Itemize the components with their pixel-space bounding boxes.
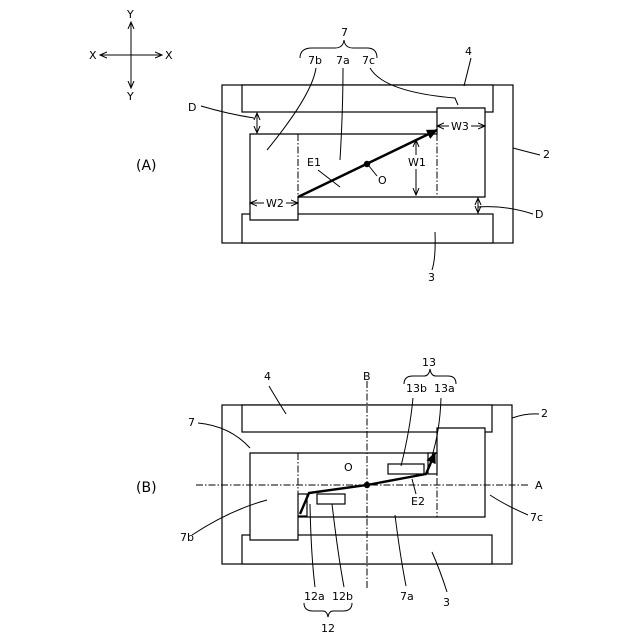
label-13b: 13b: [406, 382, 427, 395]
label-d-top: D: [188, 101, 196, 114]
label-12: 12: [321, 622, 335, 635]
axis-indicator: Y Y X X: [89, 8, 173, 103]
dim-w3-label: W3: [451, 120, 469, 133]
label-7a: 7a: [336, 54, 350, 67]
dim-w1-label: W1: [408, 156, 426, 169]
axis-x-left-label: X: [89, 49, 97, 62]
label-7c: 7c: [362, 54, 375, 67]
label-7b: 7b: [180, 531, 194, 544]
panel-b-title: (B): [136, 480, 157, 496]
label-3: 3: [443, 596, 450, 609]
label-a: A: [535, 479, 543, 492]
label-o: O: [378, 174, 387, 187]
electrode-12b: [317, 494, 345, 504]
axis-y-bottom-label: Y: [126, 90, 134, 103]
label-d-bottom: D: [535, 208, 543, 221]
label-7a: 7a: [400, 590, 414, 603]
label-7c: 7c: [530, 511, 543, 524]
label-7: 7: [188, 416, 195, 429]
label-7: 7: [341, 26, 348, 39]
label-2: 2: [541, 407, 548, 420]
center-o: [364, 482, 370, 488]
label-o: O: [344, 461, 353, 474]
panel-a: (A) W2 W3 W1 7 7b 7a 7c 4 D E1 O 2: [136, 26, 550, 284]
label-12a: 12a: [304, 590, 325, 603]
axis-y-top-label: Y: [126, 8, 134, 21]
panel-a-title: (A): [136, 158, 157, 174]
label-4: 4: [264, 370, 271, 383]
axis-x-right-label: X: [165, 49, 173, 62]
label-2: 2: [543, 148, 550, 161]
electrode-13b: [388, 464, 424, 474]
label-b: B: [363, 370, 371, 383]
panel-b: (B) 4 B 13 13b 13a 2 7 O A E2 7b 7c: [136, 356, 548, 635]
label-3: 3: [428, 271, 435, 284]
label-e1: E1: [307, 156, 321, 169]
label-e2: E2: [411, 495, 425, 508]
label-4: 4: [465, 45, 472, 58]
label-7b: 7b: [308, 54, 322, 67]
label-13: 13: [422, 356, 436, 369]
dim-w2-label: W2: [266, 197, 284, 210]
label-12b: 12b: [332, 590, 353, 603]
label-13a: 13a: [434, 382, 455, 395]
